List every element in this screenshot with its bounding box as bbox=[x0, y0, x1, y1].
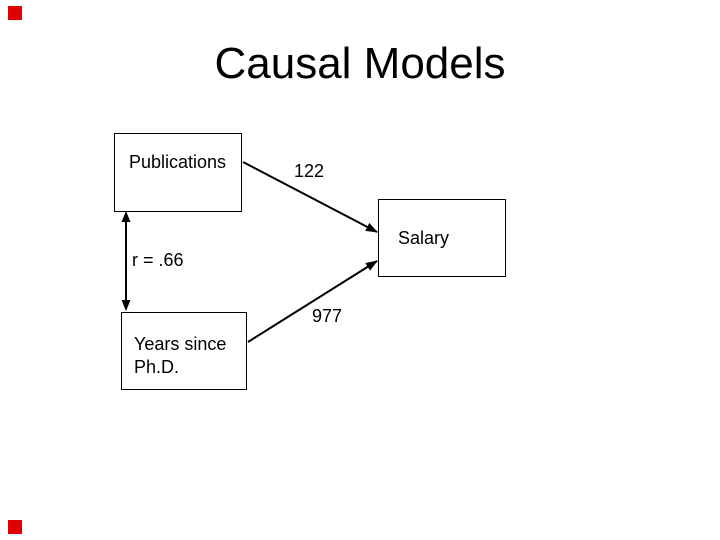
arrowhead-up-publications bbox=[121, 211, 131, 222]
node-publications-label: Publications bbox=[129, 152, 227, 172]
node-years-since-phd-label: Years since Ph.D. bbox=[134, 334, 227, 377]
edge-label-publications-salary-coefficient: 122 bbox=[294, 161, 325, 181]
node-salary-label: Salary bbox=[398, 228, 450, 248]
slide-title: Causal Models bbox=[214, 39, 506, 88]
arrow-years-to-salary bbox=[247, 260, 378, 343]
node-publications: Publications bbox=[114, 133, 242, 212]
red-square-decoration-bottom-left bbox=[8, 520, 22, 534]
node-salary: Salary bbox=[378, 199, 506, 277]
arrow-publications-to-salary bbox=[242, 161, 378, 233]
arrowhead-down-years bbox=[121, 300, 131, 311]
red-square-decoration-top-left bbox=[8, 6, 22, 20]
node-years-since-phd: Years since Ph.D. bbox=[121, 312, 247, 390]
edge-label-correlation: r = .66 bbox=[132, 250, 184, 270]
edge-label-years-salary-coefficient: 977 bbox=[312, 306, 343, 326]
